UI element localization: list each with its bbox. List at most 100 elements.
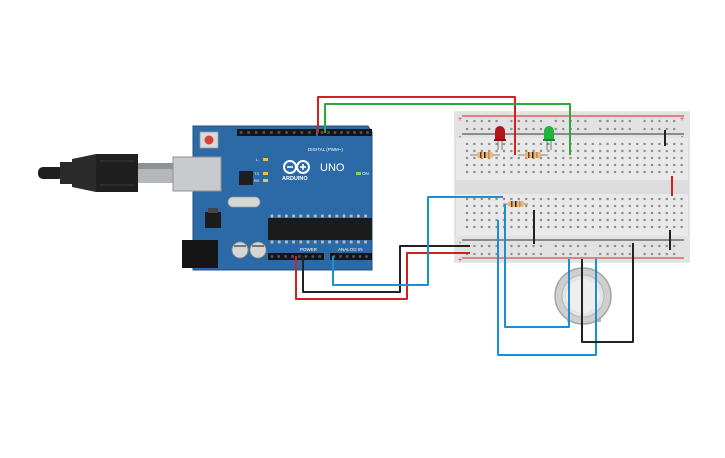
breadboard-hole: [495, 197, 498, 201]
chip-pin: [349, 240, 353, 244]
breadboard-hole: [510, 211, 513, 215]
breadboard-hole: [488, 204, 491, 208]
resistor-3: [503, 201, 528, 207]
rail-hole: [621, 244, 624, 248]
breadboard-hole: [591, 211, 594, 215]
breadboard-hole: [621, 197, 624, 201]
led-rx: [263, 179, 268, 182]
breadboard-hole: [591, 218, 594, 222]
wires: [295, 96, 673, 356]
rail-hole: [613, 244, 617, 248]
chip-pin: [321, 214, 324, 218]
header-hole: [333, 131, 337, 134]
breadboard-hole: [554, 218, 557, 222]
rail-minus-label: -: [459, 134, 462, 141]
breadboard-hole: [554, 225, 557, 229]
breadboard-hole: [643, 204, 646, 208]
analog-header-label: ANALOG IN: [338, 247, 363, 252]
breadboard-hole: [680, 156, 683, 160]
breadboard-hole: [562, 170, 565, 174]
rail-hole: [480, 119, 483, 123]
breadboard-hole: [576, 149, 580, 153]
breadboard-hole: [473, 204, 476, 208]
rail-hole: [510, 244, 513, 248]
breadboard-hole: [621, 170, 624, 174]
breadboard-hole: [673, 142, 676, 146]
chip-pin: [342, 214, 346, 218]
breadboard-hole: [562, 163, 565, 167]
rail-hole: [673, 119, 676, 123]
breadboard-hole: [473, 211, 476, 215]
breadboard-hole: [562, 197, 565, 201]
resistor-1: [470, 152, 500, 158]
breadboard-hole: [613, 149, 617, 153]
breadboard-hole: [473, 163, 476, 167]
breadboard-hole: [665, 197, 668, 201]
breadboard-hole: [606, 163, 609, 167]
led-tx-label: TX: [254, 171, 259, 176]
breadboard-hole: [606, 225, 609, 229]
breadboard-hole: [562, 142, 565, 146]
breadboard-hole: [599, 163, 602, 167]
breadboard-hole: [473, 156, 476, 160]
chip-pin: [270, 214, 274, 218]
arduino-logo-icon: [283, 160, 310, 174]
breadboard-hole: [643, 211, 646, 215]
breadboard-hole: [569, 170, 572, 174]
chip-pin: [292, 214, 295, 218]
breadboard-hole: [517, 218, 520, 222]
voltage-regulator: [205, 212, 221, 228]
chip-pin: [342, 240, 346, 244]
wire-blue-a0: [332, 196, 503, 286]
rail-hole: [569, 244, 572, 248]
breadboard-hole: [643, 163, 646, 167]
capacitor: [249, 241, 267, 259]
rail-hole: [517, 244, 520, 248]
breadboard-hole: [562, 225, 565, 229]
rail-hole: [554, 119, 557, 123]
breadboard-hole: [636, 211, 639, 215]
chip-pin: [277, 240, 281, 244]
on-label: ON: [362, 171, 369, 176]
breadboard-hole: [658, 170, 661, 174]
breadboard-hole: [636, 163, 639, 167]
breadboard-hole: [525, 156, 528, 160]
breadboard-hole: [599, 142, 602, 146]
breadboard-hole: [584, 204, 587, 208]
rail-hole: [576, 119, 580, 123]
rail-plus-label-right: +: [680, 116, 684, 123]
breadboard-hole: [591, 149, 594, 153]
breadboard-hole: [658, 218, 661, 222]
wire-red-d7: [317, 96, 516, 155]
breadboard-hole: [576, 163, 580, 167]
rail-hole: [525, 252, 528, 256]
rail-hole: [658, 127, 661, 131]
breadboard-hole: [480, 211, 483, 215]
breadboard-hole: [599, 156, 602, 160]
rail-hole: [650, 252, 654, 256]
breadboard-hole: [547, 156, 550, 160]
chip-pin: [292, 240, 295, 244]
breadboard-hole: [576, 197, 580, 201]
breadboard-hole: [554, 142, 557, 146]
breadboard-hole: [621, 225, 624, 229]
breadboard-hole: [599, 204, 602, 208]
chip-pin: [285, 240, 288, 244]
breadboard-hole: [465, 225, 469, 229]
breadboard-hole: [658, 149, 661, 153]
breadboard-hole: [554, 163, 557, 167]
breadboard-hole: [621, 204, 624, 208]
breadboard-hole: [525, 163, 528, 167]
rail-hole: [525, 119, 528, 123]
breadboard-hole: [591, 204, 594, 208]
wire-black-gnd: [302, 245, 470, 293]
chip-pins: [270, 214, 367, 244]
rail-hole: [517, 127, 520, 131]
rail-hole: [643, 244, 646, 248]
breadboard-hole: [502, 156, 506, 160]
breadboard-hole: [547, 225, 550, 229]
breadboard-hole: [488, 197, 491, 201]
digital-header-label: DIGITAL (PWM~): [308, 147, 343, 152]
digital-header-left: [237, 129, 316, 136]
breadboard-hole: [636, 156, 639, 160]
